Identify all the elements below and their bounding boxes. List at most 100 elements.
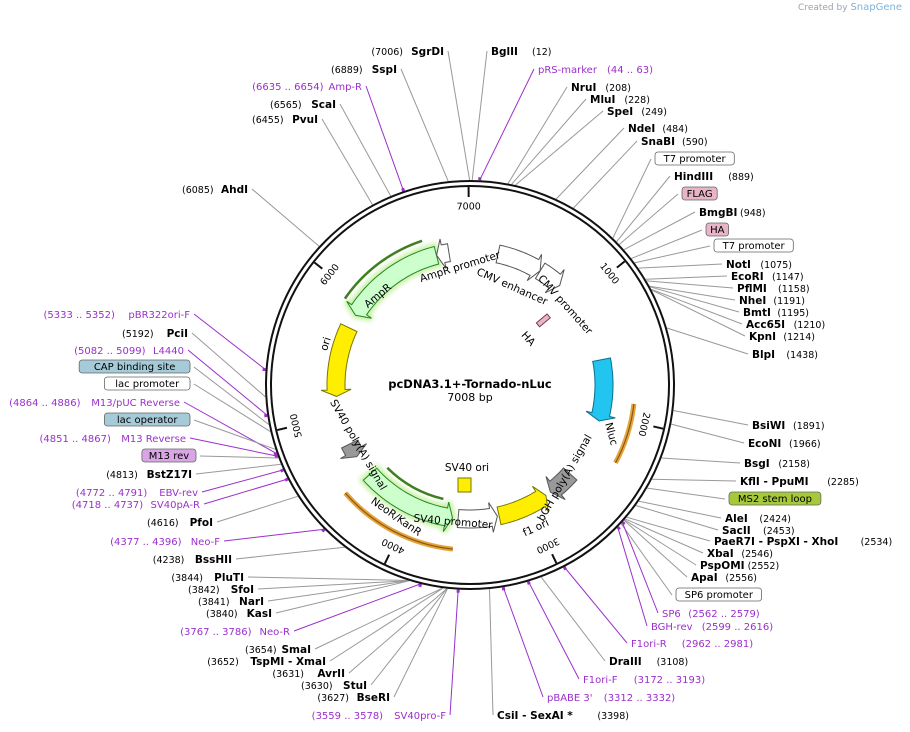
box-label-cap-binding-site: CAP binding site xyxy=(94,362,176,373)
position-label: (3631) xyxy=(272,669,304,680)
enzyme-pflmi: PflMI xyxy=(737,283,767,295)
position-label: (1191) xyxy=(773,296,805,307)
enzyme-hindiii: HindIII xyxy=(674,171,713,183)
enzyme-tspmi-xmai: TspMI - XmaI xyxy=(250,656,326,668)
position-label: (3844) xyxy=(171,573,203,584)
position-label: (3172 .. 3193) xyxy=(634,675,706,686)
leader-line xyxy=(651,289,746,337)
leader-line xyxy=(447,50,471,181)
leader-line xyxy=(257,580,409,590)
enzyme-econi: EcoNI xyxy=(748,438,781,450)
primer-f1ori-r: F1ori-R xyxy=(631,639,667,650)
leader-line xyxy=(555,127,625,200)
plasmid-length: 7008 bp xyxy=(447,391,492,404)
position-label: (1075) xyxy=(760,260,792,271)
leader-line xyxy=(666,327,749,355)
enzyme-bmti: BmtI xyxy=(743,307,771,319)
enzyme-scai: ScaI xyxy=(311,99,336,111)
box-label-ms2-stem-loop: MS2 stem loop xyxy=(738,494,812,505)
position-label: (5192) xyxy=(122,329,154,340)
primer-pbabe-3: pBABE 3' xyxy=(547,693,593,704)
leader-line xyxy=(620,523,673,596)
leader-line xyxy=(621,522,659,614)
left-labels: SgrDI(7006)SspI(6889)Amp-R(6635 .. 6654)… xyxy=(9,46,446,722)
feature-ori xyxy=(320,323,358,397)
enzyme-pcii: PciI xyxy=(167,328,188,340)
position-label: (2962 .. 2981) xyxy=(682,639,754,650)
box-label-sp6-promoter: SP6 promoter xyxy=(685,590,754,601)
leader-line xyxy=(563,566,628,644)
orf-arc-orange-core xyxy=(614,403,635,464)
box-ha xyxy=(705,222,730,237)
backbone-outer-strand xyxy=(265,180,675,590)
position-label: (4616) xyxy=(147,518,179,529)
primer-sp6: SP6 xyxy=(662,609,681,620)
primer-f1ori-f: F1ori-F xyxy=(583,675,618,686)
primer-m13-puc-reverse: M13/pUC Reverse xyxy=(91,398,180,409)
leader-line xyxy=(624,518,704,554)
leader-line xyxy=(193,419,276,450)
primer-sv40pa-r: SV40pA-R xyxy=(151,500,200,511)
position-label: (1147) xyxy=(772,272,804,283)
primer-prs-marker: pRS-marker xyxy=(538,65,598,76)
feature-f1-ori xyxy=(496,485,549,526)
enzyme-sacii: SacII xyxy=(722,525,751,537)
primer-mark xyxy=(321,528,326,533)
leader-line xyxy=(471,50,488,181)
position-label: (1195) xyxy=(777,308,809,319)
position-label: (2599 .. 2616) xyxy=(702,622,774,633)
box-t7-promoter xyxy=(654,151,735,166)
leader-line xyxy=(339,103,392,197)
primer-neo-f: Neo-F xyxy=(191,537,221,548)
position-label: (4238) xyxy=(153,555,185,566)
box-m13-rev xyxy=(141,448,197,463)
leader-line xyxy=(193,366,270,425)
leader-line xyxy=(649,285,736,301)
position-label: (228) xyxy=(624,95,650,106)
leader-line xyxy=(673,410,749,426)
box-t7-promoter xyxy=(713,238,794,253)
position-label: (3654) xyxy=(245,645,277,656)
enzyme-pfoi: PfoI xyxy=(190,517,213,529)
enzyme-xbai: XbaI xyxy=(707,548,734,560)
primer-m13-reverse: M13 Reverse xyxy=(121,434,186,445)
leader-line xyxy=(623,211,696,251)
leader-line xyxy=(199,455,279,459)
box-label-t7-promoter: T7 promoter xyxy=(722,241,786,252)
box-lac-promoter xyxy=(104,376,191,391)
position-label: (3840) xyxy=(206,609,238,620)
position-label: (590) xyxy=(682,137,708,148)
leader-line xyxy=(631,229,703,259)
leader-line xyxy=(502,587,544,698)
position-label: (2453) xyxy=(763,526,795,537)
position-label: (1438) xyxy=(786,350,818,361)
leader-line xyxy=(617,527,648,627)
leader-line xyxy=(649,286,740,313)
leader-line xyxy=(624,519,697,566)
tick-mark xyxy=(276,426,288,432)
leader-line xyxy=(195,463,282,475)
primer-bgh-rev: BGH-rev xyxy=(651,622,693,633)
position-label: (2562 .. 2579) xyxy=(688,609,760,620)
box-ms2-stem-loop xyxy=(728,491,822,506)
tick-label: 1000 xyxy=(597,261,621,287)
inner-label-ha: HA xyxy=(518,329,538,349)
feature-sv40-ori xyxy=(457,477,472,493)
leader-line xyxy=(223,528,325,542)
leader-line xyxy=(235,546,345,560)
tick-label: 2000 xyxy=(636,411,652,437)
leader-line xyxy=(191,332,266,398)
leader-line xyxy=(661,457,741,464)
leader-line xyxy=(365,85,405,192)
position-label: (4718 .. 4737) xyxy=(72,500,144,511)
feature-nluc xyxy=(585,357,616,422)
enzyme-bsiwi: BsiWI xyxy=(752,420,785,432)
position-label: (12) xyxy=(532,47,552,58)
feature-sv40-poly-a-signal xyxy=(340,439,367,459)
feature-ha-tag xyxy=(535,313,551,328)
feature-ampr xyxy=(346,245,440,319)
primer-mark xyxy=(418,583,422,588)
leader-line xyxy=(216,495,298,523)
primer-mark xyxy=(274,454,279,459)
